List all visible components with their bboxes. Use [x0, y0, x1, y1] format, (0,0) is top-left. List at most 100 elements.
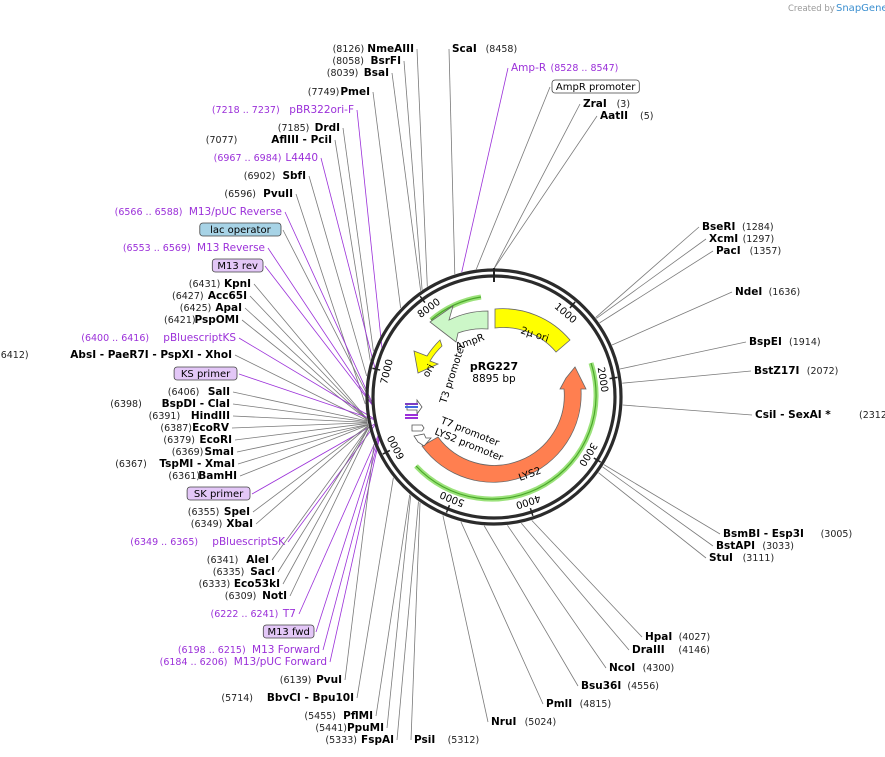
- primer-position: (6566 .. 6588): [115, 207, 183, 218]
- site-label[interactable]: FspAI: [361, 734, 394, 746]
- feature-lys2-promoter[interactable]: [413, 433, 432, 447]
- primer-label[interactable]: pBluescriptKS: [163, 332, 236, 344]
- site-label[interactable]: ZraI: [583, 98, 607, 110]
- site-label[interactable]: EcoRI: [199, 434, 232, 446]
- feature-box[interactable]: [551, 79, 640, 94]
- mcs-mark-3: [405, 414, 418, 416]
- site-label[interactable]: TspMI - XmaI: [159, 458, 235, 470]
- site-position: (8039): [327, 68, 359, 79]
- site-label[interactable]: AatII: [600, 110, 628, 122]
- green-arc-lys2-line: [415, 362, 597, 500]
- feature-box[interactable]: [211, 258, 264, 273]
- site-label[interactable]: Eco53kI: [234, 578, 280, 590]
- site-label[interactable]: HindIII: [191, 410, 230, 422]
- site-label[interactable]: ScaI: [452, 43, 477, 55]
- site-label[interactable]: XcmI: [709, 233, 738, 245]
- site-label[interactable]: NotI: [262, 590, 287, 602]
- site-label[interactable]: Bsu36I: [581, 680, 621, 692]
- feature-ori[interactable]: [413, 339, 443, 374]
- site-label[interactable]: HpaI: [645, 631, 672, 643]
- site-label[interactable]: PvuII: [263, 188, 293, 200]
- primer-position: (6553 .. 6569): [123, 243, 191, 254]
- primer-label[interactable]: L4440: [285, 152, 318, 164]
- site-position: (6335): [213, 567, 245, 578]
- leader-line: [264, 265, 374, 407]
- site-label[interactable]: SpeI: [224, 506, 250, 518]
- site-position: (1357): [750, 246, 782, 257]
- leader-line: [372, 91, 402, 309]
- site-label[interactable]: PvuI: [316, 674, 342, 686]
- site-label[interactable]: PmeI: [340, 86, 370, 98]
- site-label[interactable]: PpuMI: [347, 722, 384, 734]
- leader-line: [308, 175, 368, 377]
- site-label[interactable]: StuI: [709, 552, 733, 564]
- primer-position: (6400 .. 6416): [81, 333, 149, 344]
- site-label[interactable]: XbaI: [226, 518, 253, 530]
- primer-position: (6967 .. 6984): [214, 153, 282, 164]
- leader-line: [598, 472, 707, 559]
- site-label[interactable]: BbvCI - Bpu10I: [267, 692, 354, 704]
- feature-ampr[interactable]: [429, 305, 489, 343]
- site-label[interactable]: DrdI: [315, 122, 340, 134]
- site-label[interactable]: NcoI: [609, 662, 635, 674]
- site-label[interactable]: AflIII - PciI: [271, 134, 332, 146]
- site-label[interactable]: SbfI: [282, 170, 306, 182]
- site-label[interactable]: BseRI: [702, 221, 735, 233]
- site-label[interactable]: SalI: [208, 386, 230, 398]
- site-label[interactable]: AbsI - PaeR7I - PspXI - XhoI: [70, 349, 232, 361]
- leader-line: [622, 370, 752, 384]
- primer-label[interactable]: M13/pUC Reverse: [189, 206, 282, 218]
- site-label[interactable]: PacI: [716, 245, 741, 257]
- site-label[interactable]: NdeI: [735, 286, 762, 298]
- site-label[interactable]: NmeAIII: [367, 43, 414, 55]
- site-label[interactable]: PsiI: [414, 734, 435, 746]
- primer-position: (7218 .. 7237): [212, 105, 280, 116]
- primer-label[interactable]: M13 Forward: [252, 644, 320, 656]
- site-position: (6349): [191, 519, 223, 530]
- primer-label[interactable]: M13 Reverse: [197, 242, 265, 254]
- site-position: (6367): [115, 459, 147, 470]
- feature-t7-promoter[interactable]: [411, 424, 425, 432]
- site-label[interactable]: PspOMI: [194, 314, 239, 326]
- site-label[interactable]: BsaI: [364, 67, 389, 79]
- leader-line: [603, 464, 721, 535]
- site-label[interactable]: CsiI - SexAI *: [755, 409, 831, 421]
- site-label[interactable]: BspDI - ClaI: [162, 398, 230, 410]
- site-label[interactable]: SacI: [250, 566, 275, 578]
- primer-label[interactable]: T7: [282, 608, 296, 620]
- feature-2mu-ori[interactable]: [494, 308, 571, 353]
- site-position: (6355): [188, 507, 220, 518]
- mcs-mark-1: [405, 403, 418, 405]
- site-label[interactable]: BstAPI: [716, 540, 755, 552]
- mcs-mark-2: [405, 406, 418, 408]
- leader-line: [232, 403, 368, 423]
- site-position: (6391): [149, 411, 181, 422]
- primer-label[interactable]: M13/pUC Forward: [234, 656, 327, 668]
- leader-line: [375, 494, 411, 717]
- site-label[interactable]: DraIII: [632, 644, 665, 656]
- feature-lys2[interactable]: [421, 366, 587, 483]
- site-label[interactable]: PmlI: [546, 698, 572, 710]
- site-label[interactable]: AleI: [246, 554, 269, 566]
- site-label[interactable]: BsmBI - Esp3I: [723, 528, 804, 540]
- site-label[interactable]: BsrFI: [370, 55, 401, 67]
- site-label[interactable]: PflMI: [343, 710, 373, 722]
- primer-label[interactable]: pBluescriptSK: [212, 536, 286, 548]
- site-label[interactable]: SmaI: [205, 446, 235, 458]
- leader-line: [284, 211, 374, 406]
- leader-line: [493, 103, 581, 269]
- site-label[interactable]: NruI: [491, 716, 516, 728]
- site-label[interactable]: BamHI: [198, 470, 237, 482]
- site-label[interactable]: BstZ17I: [754, 365, 799, 377]
- feature-box[interactable]: [173, 366, 238, 381]
- feature-box[interactable]: [186, 486, 251, 501]
- primer-label[interactable]: Amp-R: [511, 62, 546, 74]
- primer-label[interactable]: pBR322ori-F: [289, 104, 354, 116]
- site-label[interactable]: Acc65I: [208, 290, 247, 302]
- site-label[interactable]: BspEI: [749, 336, 782, 348]
- feature-box[interactable]: [262, 624, 315, 639]
- site-label[interactable]: ApaI: [215, 302, 242, 314]
- feature-box[interactable]: [199, 222, 282, 237]
- site-label[interactable]: KpnI: [224, 278, 251, 290]
- site-label[interactable]: EcoRV: [192, 422, 230, 434]
